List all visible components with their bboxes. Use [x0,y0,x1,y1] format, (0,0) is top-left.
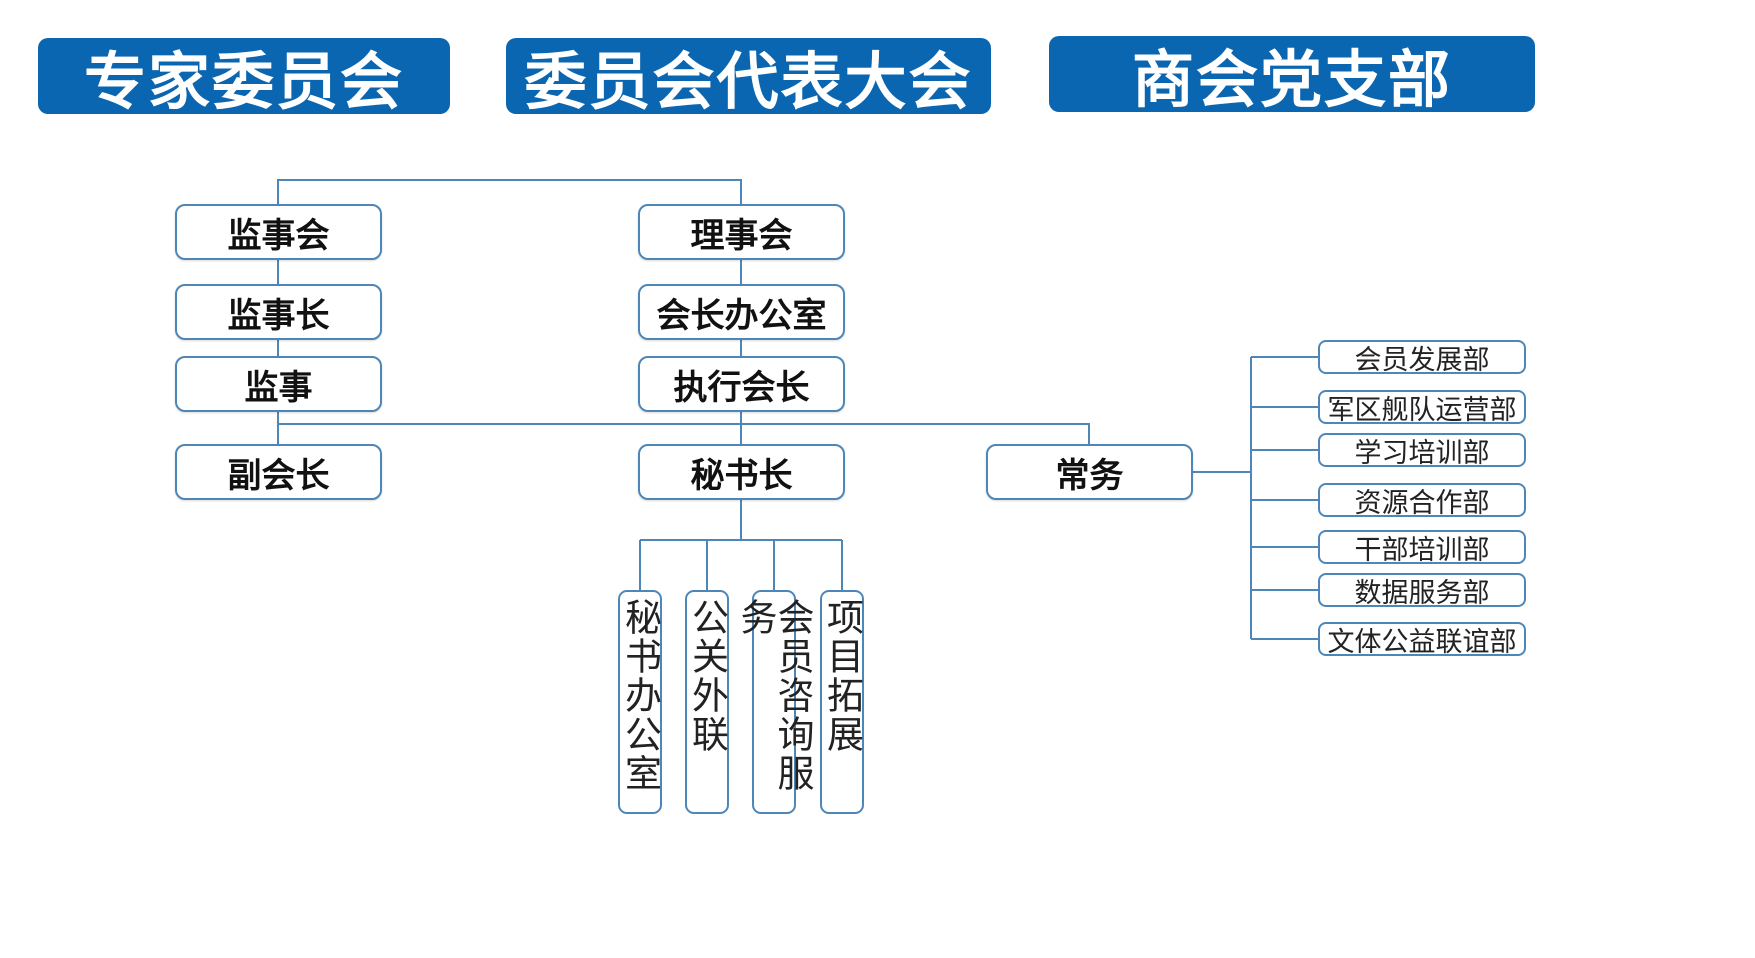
node-project-expansion-label: 项目拓展 [820,598,864,754]
node-public-relations: 公关外联 [685,590,729,814]
node-supervisor: 监事 [175,356,382,412]
dept-culture-charity: 文体公益联谊部 [1318,622,1526,658]
node-project-expansion: 项目拓展 [820,590,864,814]
banner-party-branch: 商会党支部 [1049,36,1535,116]
node-executive-president: 执行会长 [638,356,845,412]
dept-resource-cooperation: 资源合作部 [1318,483,1526,519]
node-secretary-office: 秘书办公室 [618,590,662,814]
node-chief-supervisor: 监事长 [175,284,382,340]
dept-member-development: 会员发展部 [1318,340,1526,376]
banner-expert-committee: 专家委员会 [38,38,450,118]
node-president-office: 会长办公室 [638,284,845,340]
dept-learning-training: 学习培训部 [1318,433,1526,469]
node-vice-president: 副会长 [175,444,382,500]
banner-representative-congress: 委员会代表大会 [506,38,991,118]
dept-cadre-training: 干部培训部 [1318,530,1526,566]
node-secretary-general: 秘书长 [638,444,845,500]
node-council: 理事会 [638,204,845,260]
dept-data-services: 数据服务部 [1318,573,1526,609]
node-standing-affairs: 常务 [986,444,1193,500]
node-member-consulting-label: 会员咨询服务 [734,598,814,793]
node-supervisory-board: 监事会 [175,204,382,260]
node-public-relations-label: 公关外联 [685,598,729,754]
dept-fleet-operations: 军区舰队运营部 [1318,390,1526,426]
node-member-consulting: 会员咨询服务 [734,590,814,814]
node-secretary-office-label: 秘书办公室 [618,598,662,793]
